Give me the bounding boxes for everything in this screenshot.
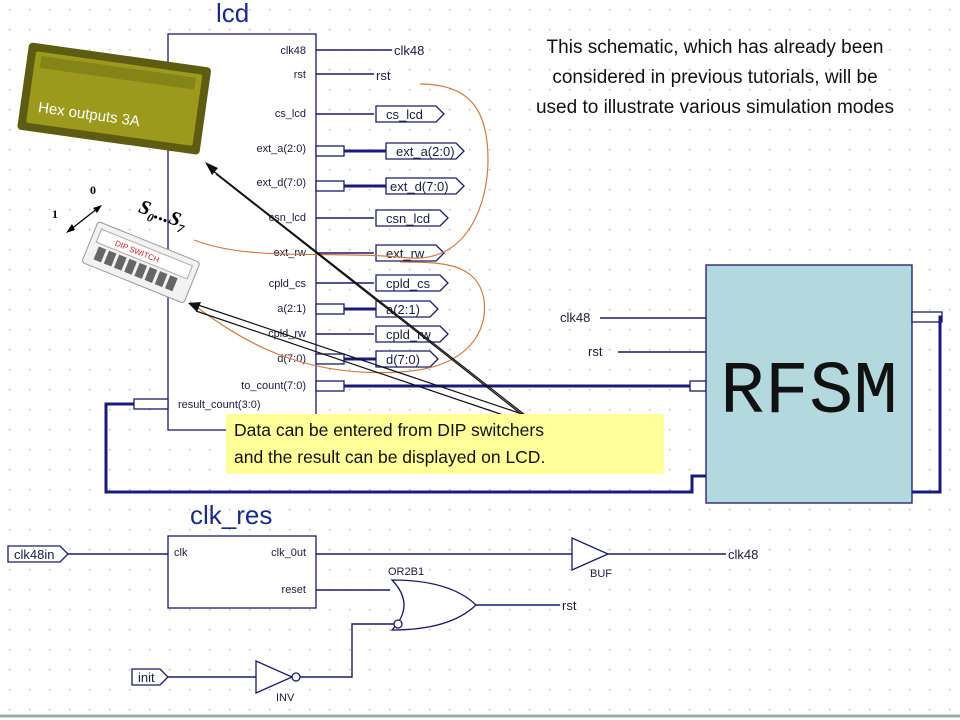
clk-res-title: clk_res [190,500,272,530]
top-note-line: used to illustrate various simulation mo… [536,97,894,118]
net-label-rst: rst [376,68,391,83]
port-label: cpld_cs [386,276,431,291]
clk48in-port: clk48in [7,545,69,563]
port-label: ext_rw [386,246,425,261]
port-label: init [138,670,155,685]
lcd-port-cpld-cs: cpld_cs [375,274,449,292]
rfsm-block: RFSM clk48 rst [560,264,943,504]
lcd-pin-label: ext_d(7:0) [256,177,306,189]
lcd-pin-label: to_count(7:0) [241,380,306,392]
port-label: ext_d(7:0) [390,179,449,194]
bus-stub [315,145,345,157]
lcd-port-ext-a: ext_a(2:0) [385,142,465,160]
dip-axis-arrow [69,207,99,231]
or-gate: OR2B1 [388,566,477,631]
init-port: init [131,668,169,686]
out-rst-label: rst [562,598,577,613]
lcd-port-ext-d: ext_d(7:0) [385,177,465,195]
dip-axis-one: 1 [52,207,58,221]
lcd-pin-label: cpld_cs [269,278,307,290]
bus-stub [133,398,169,410]
pointer-arrows [188,162,531,422]
clk-res-pin-label: clk_0ut [271,547,306,559]
dip-axis-zero: 0 [90,183,96,197]
rfsm-title: RFSM [720,351,898,435]
inv-label: INV [276,692,295,704]
lcd-block-title: lcd [216,0,249,28]
lcd-pin-label: rst [294,69,306,81]
lcd-port-cs-lcd: cs_lcd [375,105,445,123]
lcd-pin-label: clk48 [280,45,306,57]
lcd-pin-label: ext_a(2:0) [256,143,306,155]
bus-stub [911,311,943,323]
lcd-pin-label: result_count(3:0) [178,399,261,411]
lcd-port-d: d(7:0) [375,350,439,368]
rfsm-output-bus [912,315,942,494]
lcd-display: Hex outputs 3A [17,42,211,155]
lcd-port-csn-lcd: csn_lcd [375,209,449,227]
lcd-pin-label: csn_lcd [269,212,306,224]
result-count-bus [104,402,706,494]
clk-res-pin-label: reset [282,584,306,596]
lcd-pin-label: cs_lcd [275,108,306,120]
rfsm-input-rst: rst [588,344,603,359]
rfsm-input-clk48: clk48 [560,310,590,325]
top-note: This schematic, which has already been c… [536,37,894,118]
bus-stub [315,303,345,315]
top-note-line: This schematic, which has already been [547,37,884,58]
or-invert-bubble [393,619,403,629]
bus-stub [315,353,345,365]
callout-line: Data can be entered from DIP switchers [234,420,544,440]
buf-gate: BUF [571,536,612,580]
lcd-pin-label: a(2:1) [277,303,306,315]
lcd-port-a: a(2:1) [375,300,439,318]
clk-res-box [167,535,317,609]
port-label: csn_lcd [386,211,430,226]
lcd-pin-label: cpld_rw [268,328,306,340]
lcd-pin-label: ext_rw [274,247,306,259]
range-dots: ... [152,202,174,228]
range-sub-from: 0 [145,210,155,225]
callout-box [226,414,664,474]
dip-range-label: S0...S7 [135,196,191,237]
clk-res-block: clk_res clk clk_0ut reset clk48in BUF cl… [7,500,758,704]
net-label-clk48: clk48 [394,43,424,58]
callout-note: Data can be entered from DIP switchers a… [226,414,664,474]
top-note-line: considered in previous tutorials, will b… [552,67,877,88]
port-label: ext_a(2:0) [396,144,455,159]
net-wire [300,623,394,678]
bus-stub [689,380,707,392]
bus-stub [315,380,345,392]
clk-res-pin-label: clk [174,547,188,559]
or-gate-label: OR2B1 [388,566,424,578]
dip-connection-loop [189,261,486,374]
rfsm-box [705,264,913,504]
port-label: clk48in [14,547,54,562]
port-label: cs_lcd [386,107,423,122]
lcd-port-cpld-rw: cpld_rw [375,325,449,343]
svg-text:S0...S7: S0...S7 [135,196,191,237]
callout-line: and the result can be displayed on LCD. [234,447,545,467]
buf-label: BUF [590,568,612,580]
dip-switch: DIP SWITCH 1 0 S0...S7 [52,183,200,303]
out-clk48-label: clk48 [728,547,758,562]
port-label: d(7:0) [386,352,420,367]
range-sub-to: 7 [175,221,186,237]
port-label: cpld_rw [386,327,431,342]
bus-stub [315,180,345,192]
lcd-connection-loop [193,83,489,259]
